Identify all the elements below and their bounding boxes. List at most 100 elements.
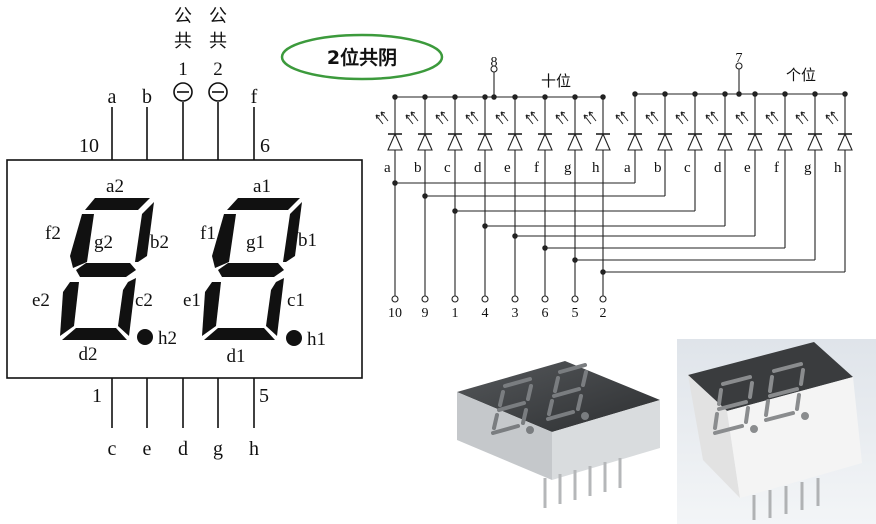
diode-symbol <box>477 132 493 151</box>
label-e1: e1 <box>183 290 201 311</box>
light-emission-icon <box>470 111 479 122</box>
segment-e2 <box>60 282 79 336</box>
top-pin-number-6: 6 <box>260 135 270 157</box>
segment-letter-1: b <box>414 160 422 176</box>
light-emission-icon <box>380 111 389 122</box>
segment-letter-2: c <box>444 160 451 176</box>
light-emission-icon <box>830 111 839 122</box>
segment-b2 <box>135 202 154 262</box>
bottom-pin-number-7: 2 <box>600 306 607 321</box>
diode-symbol <box>747 132 763 151</box>
ones-common-terminal <box>735 62 743 70</box>
diode-symbol <box>567 132 583 151</box>
light-emission-icon <box>645 114 654 125</box>
common2-minus-icon <box>208 82 228 102</box>
light-emission-icon <box>680 111 689 122</box>
diode-symbol <box>387 132 403 151</box>
light-emission-icon <box>560 111 569 122</box>
bottom-pin-number-2: 1 <box>452 306 459 321</box>
light-emission-icon <box>410 111 419 122</box>
rail-junction <box>422 193 428 199</box>
rail-junction <box>452 208 458 214</box>
ones-group-title: 个位 <box>786 66 816 84</box>
common1-char-1: 公 <box>174 6 192 27</box>
segment-f1 <box>212 214 236 268</box>
common1-minus-icon <box>173 82 193 102</box>
type-badge: 2位共阴 <box>280 33 444 81</box>
segment-letter-3: d <box>474 160 482 176</box>
light-emission-icon <box>495 114 504 125</box>
common2-char-2: 共 <box>209 31 227 52</box>
photo-display-2 <box>677 339 876 524</box>
bottom-pin-number-6: 5 <box>572 306 579 321</box>
bottom-pin-number-1: 9 <box>422 306 429 321</box>
light-emission-icon <box>800 111 809 122</box>
common-cathode-schematic <box>375 62 853 303</box>
diode-symbol <box>777 132 793 151</box>
tens-common-pin: 8 <box>491 55 498 70</box>
light-emission-icon <box>615 114 624 125</box>
diode-symbol <box>417 132 433 151</box>
label-e2: e2 <box>32 290 50 311</box>
digit-1 <box>202 198 302 346</box>
segment-h2 <box>137 329 153 345</box>
label-f2: f2 <box>45 223 61 244</box>
photo2-left-side <box>688 375 740 498</box>
rail-junction <box>572 257 578 263</box>
photo2-front-side <box>727 377 862 498</box>
segment-d1 <box>204 328 275 340</box>
common1-label: 公 共 1 <box>174 6 192 80</box>
label-f1: f1 <box>200 223 216 244</box>
package-diagram <box>6 82 363 428</box>
diode-symbol <box>687 132 703 151</box>
light-emission-icon <box>555 114 564 125</box>
light-emission-icon <box>583 114 592 125</box>
bottom-pin-c: c <box>108 438 117 460</box>
ones-common-junction <box>736 91 742 97</box>
diode-symbol <box>807 132 823 151</box>
segment-letter-8: a <box>624 160 631 176</box>
tens-group-title: 十位 <box>541 72 571 90</box>
light-emission-icon <box>465 114 474 125</box>
label-h1: h1 <box>307 329 326 350</box>
light-emission-icon <box>735 114 744 125</box>
segment-e1 <box>202 282 221 336</box>
diode-symbol <box>717 132 733 151</box>
segment-letter-13: f <box>774 160 779 176</box>
bottom-pin-number-4: 3 <box>512 306 519 321</box>
label-b1: b1 <box>298 230 317 251</box>
light-emission-icon <box>770 111 779 122</box>
photo1-front-side <box>552 400 660 480</box>
light-emission-icon <box>500 111 509 122</box>
rail-junction <box>482 223 488 229</box>
light-emission-icon <box>710 111 719 122</box>
top-pin-b: b <box>142 86 152 108</box>
diode-symbol <box>447 132 463 151</box>
pin-terminal <box>481 295 489 303</box>
diode-symbol <box>627 132 643 151</box>
bottom-pin-e: e <box>143 438 152 460</box>
segment-letter-14: g <box>804 160 812 176</box>
pin-terminal <box>541 295 549 303</box>
common1-char-2: 共 <box>174 31 192 52</box>
rail-junction <box>542 245 548 251</box>
top-pin-a: a <box>108 86 117 108</box>
light-emission-icon <box>705 114 714 125</box>
segment-a2 <box>85 198 150 210</box>
segment-b1 <box>283 202 302 262</box>
segment-c2 <box>118 278 136 336</box>
bottom-pin-number-5: 5 <box>259 385 269 407</box>
light-emission-icon <box>440 111 449 122</box>
bottom-pin-number-5: 6 <box>542 306 549 321</box>
bottom-pin-number-3: 4 <box>482 306 489 321</box>
light-emission-icon <box>375 114 384 125</box>
diode-symbol <box>507 132 523 151</box>
light-emission-icon <box>620 111 629 122</box>
label-b2: b2 <box>150 232 169 253</box>
photo2-digits <box>713 362 809 435</box>
segment-letter-6: g <box>564 160 572 176</box>
common2-label: 公 共 2 <box>209 6 227 80</box>
common1-char-3: 1 <box>178 59 188 80</box>
